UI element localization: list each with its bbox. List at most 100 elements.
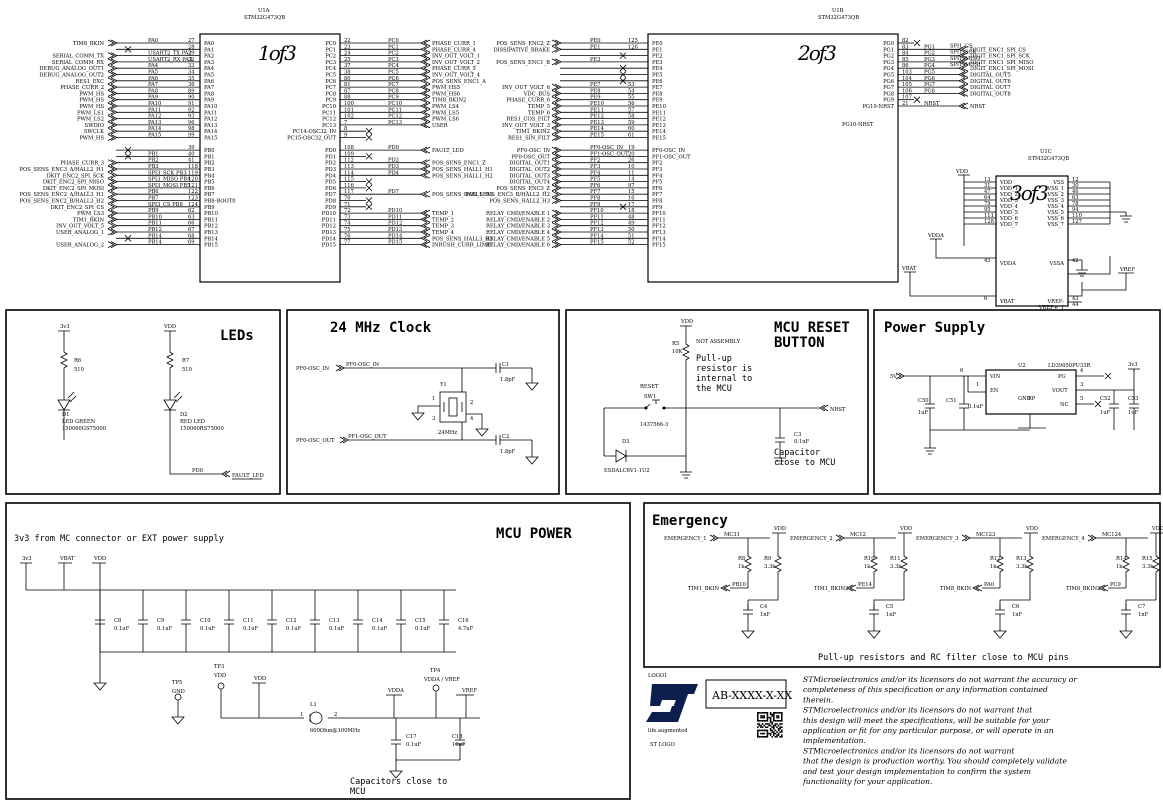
u1b-rnet-5: DIGITAL_OUT5 xyxy=(970,73,1011,79)
u1a-rname-17: PD0 xyxy=(325,148,336,154)
leds-d1: D1 xyxy=(62,412,69,418)
u1a-net-14: SWCLK xyxy=(84,129,104,135)
u1b-label-3: PE3 xyxy=(590,57,601,63)
clock-freq: 24MHz xyxy=(438,430,457,436)
mcupower-cap-value-4: 0.1uF xyxy=(286,626,302,632)
u1b-pin-1: 126 xyxy=(628,44,638,50)
u1b-net-18: PF0-OSC_OUT xyxy=(511,154,550,160)
em-c-2: C6 xyxy=(1012,604,1019,610)
u1a-rpin-6: 80 xyxy=(344,76,351,82)
psu-frame xyxy=(873,309,1161,495)
u1b-name-28: PF11 xyxy=(652,217,666,223)
reset-note-3: internal to xyxy=(696,374,752,384)
leds-title: LEDs xyxy=(220,328,254,344)
psu-ep: EP xyxy=(1028,396,1036,402)
u1a-rnet-4: PHASE_CURR_5 xyxy=(432,66,476,72)
u1c-lpin-0: 13 xyxy=(984,177,991,183)
u1a-net-2: SERIAL_COMM_TX xyxy=(52,54,104,60)
u1c-ref: U1C xyxy=(1040,149,1052,155)
u1b-rname-7: PG7 xyxy=(883,85,894,91)
u1a-rlabel-17: PD0 xyxy=(388,145,399,151)
u1a-rname-29: PD12 xyxy=(322,224,336,230)
u1a-pin-32: 69 xyxy=(188,240,195,246)
u1a-rname-4: PC4 xyxy=(325,66,336,72)
u1a-pin-8: 89 xyxy=(188,88,195,94)
psu-c52: C52 xyxy=(1100,396,1111,402)
mcupower-cap-value-2: 0.1uF xyxy=(200,626,216,632)
u1b-label-17: PF0-OSC_IN xyxy=(590,145,624,151)
psu-c52-value: 1uF xyxy=(1100,410,1111,416)
u1c-lname-2: VDD_2 xyxy=(999,192,1018,198)
u1a-rnet-24: POS_SENS_HALL1_H3 xyxy=(432,192,493,198)
mcupower-cap-2: C10 xyxy=(200,618,211,624)
u1b-rpin-7: 105 xyxy=(902,82,912,88)
u1c-rpin-2: 46 xyxy=(1072,189,1079,195)
u1a-rname-13: PC13 xyxy=(322,123,336,129)
u1b-pin-27: 18 xyxy=(628,208,635,214)
mcupower-tp4[interactable] xyxy=(432,684,440,692)
u1a-pin-25: 123 xyxy=(188,196,198,202)
u1a-name-10: PA10 xyxy=(204,104,217,110)
u1a-label-28: PB10 xyxy=(148,214,162,220)
u1a-net-32: USER_ANALOG_2 xyxy=(56,243,104,249)
u1a-pin-9: 90 xyxy=(188,95,195,101)
u1a-rpin-10: 100 xyxy=(344,101,354,107)
u1a-name-8: PA8 xyxy=(204,91,214,97)
u1a-rlabel-12: PC12 xyxy=(388,114,402,120)
u1a-rlabel-27: PD10 xyxy=(388,208,402,214)
u1c-rpin-5: 94 xyxy=(1072,207,1079,213)
u1b-name-20: PF3 xyxy=(652,167,662,173)
u1b-pin-25: 16 xyxy=(628,196,635,202)
em-r2-2: R13 xyxy=(1016,556,1027,562)
u1a-pin-3: 32 xyxy=(188,57,195,63)
u1a-rlabel-31: PD14 xyxy=(388,233,403,239)
u1a-label-30: PB12 xyxy=(148,227,162,233)
u1a-rnet-3: INV_OUT_VOLT_2 xyxy=(432,60,480,66)
u1a-rpin-21: 114 xyxy=(344,170,355,176)
u1c-vref-net: VREF xyxy=(1119,267,1135,273)
u1a-net-7: PHASE_CURR_2 xyxy=(60,85,104,91)
u1b-name-8: PE8 xyxy=(652,91,663,97)
em-r2-3: R15 xyxy=(1142,556,1153,562)
u1a-rlabel-2: PC2 xyxy=(388,51,399,57)
mcupower-note-2: MCU xyxy=(350,787,365,797)
u1b-name-15: PE15 xyxy=(652,136,666,142)
u1a-pin-23: 121 xyxy=(188,183,198,189)
em-cv-3: 1nF xyxy=(1138,612,1149,618)
u1c-rpin-7: 127 xyxy=(1072,219,1082,225)
u1a-rnet-31: POS_SENS_HALL3_H3 xyxy=(432,236,493,242)
u1a-pin-31: 68 xyxy=(188,233,195,239)
u1a-name-30: PB13 xyxy=(204,230,218,236)
reset-note-2: resistor is xyxy=(696,364,752,374)
u1c-lpin-3: 64 xyxy=(984,195,991,201)
logo-tagline: life.augmented xyxy=(648,728,688,734)
u1b-name-11: PE11 xyxy=(652,110,666,116)
u1a-name-18: PB1 xyxy=(204,154,215,160)
mcupower-tp3[interactable] xyxy=(217,682,225,690)
u1c-body xyxy=(995,175,1069,307)
leds-r6: R6 xyxy=(74,358,81,364)
u1a-net-26: DKIT_ENC2_SPI_CS xyxy=(50,205,104,211)
u1b-name-5: PE5 xyxy=(652,73,663,79)
u1a-pin-2: 29 xyxy=(188,51,195,57)
u1a-pin-14: 98 xyxy=(188,126,195,132)
u1b-spi-2: SPI1_SCK xyxy=(950,50,977,56)
u1b-part: STM32G473QB xyxy=(818,15,859,21)
u1a-ref: U1A xyxy=(258,8,270,14)
u1b-rpin-3: 85 xyxy=(902,57,909,63)
em-pin-0: PB10 xyxy=(732,582,746,588)
u1b-label-26: PF9 xyxy=(590,202,600,208)
u1b-net-15: RES1_SIN_FILT xyxy=(508,136,551,142)
u1a-name-32: PB15 xyxy=(204,243,218,249)
reset-c3-value: 0.1uF xyxy=(794,439,810,445)
psu-u2-part: LD39050PU33R xyxy=(1048,363,1091,369)
em-tim-2: TIM8_BKIN xyxy=(940,586,971,592)
u1b-net-19: DIGITAL_OUT1 xyxy=(509,161,550,167)
mcupower-subtitle: 3v3 from MC connector or EXT power suppl… xyxy=(14,534,224,544)
u1c-rname-4: VSS_4 xyxy=(1046,204,1064,210)
u1c-vssa-pin: 42 xyxy=(1072,258,1079,264)
u1b-ref: U1B xyxy=(832,8,844,14)
u1b-rpin-2: 84 xyxy=(902,51,909,57)
u1a-rname-0: PC0 xyxy=(325,41,336,47)
u1a-label-19: PB2 xyxy=(148,158,159,164)
